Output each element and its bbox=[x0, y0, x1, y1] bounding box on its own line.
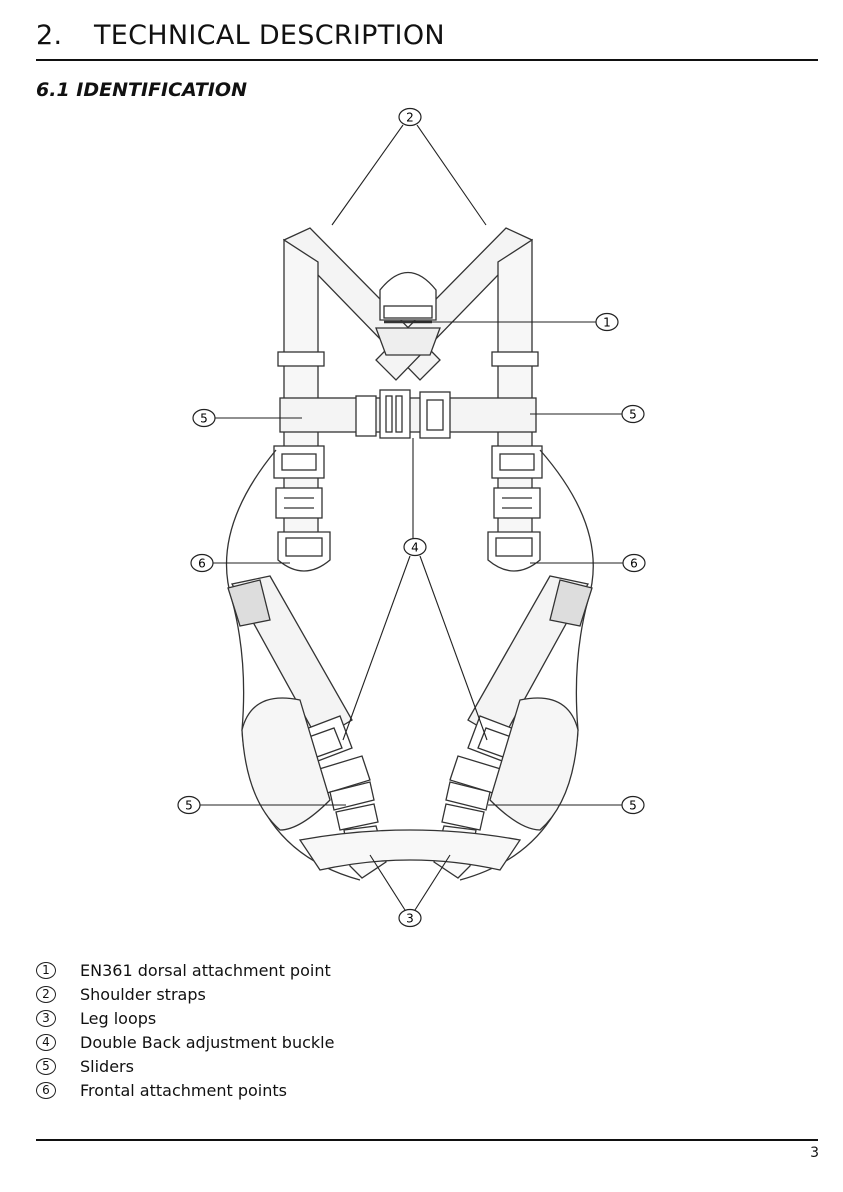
legend-label: Sliders bbox=[80, 1057, 134, 1076]
legend-item: 1 EN361 dorsal attachment point bbox=[36, 958, 334, 982]
legend-number: 3 bbox=[36, 1010, 56, 1027]
legend-number: 5 bbox=[36, 1058, 56, 1075]
callout-slider-right-top: 5 bbox=[622, 406, 644, 423]
legend-label: Frontal attachment points bbox=[80, 1081, 287, 1100]
svg-text:6: 6 bbox=[198, 557, 206, 571]
callout-frontal-left: 6 bbox=[191, 555, 213, 572]
page-number: 3 bbox=[810, 1145, 819, 1161]
legend-label: Leg loops bbox=[80, 1009, 156, 1028]
callout-slider-left-top: 5 bbox=[193, 410, 215, 427]
callout-shoulder: 2 bbox=[399, 109, 421, 126]
legend-label: Double Back adjustment buckle bbox=[80, 1033, 334, 1052]
svg-text:5: 5 bbox=[629, 799, 637, 813]
svg-text:3: 3 bbox=[406, 912, 414, 926]
callout-frontal-right: 6 bbox=[623, 555, 645, 572]
legend-item: 4 Double Back adjustment buckle bbox=[36, 1030, 334, 1054]
legend-number: 4 bbox=[36, 1034, 56, 1051]
callout-leg: 3 bbox=[399, 910, 421, 927]
legend-label: Shoulder straps bbox=[80, 985, 206, 1004]
svg-text:6: 6 bbox=[630, 557, 638, 571]
svg-text:5: 5 bbox=[185, 799, 193, 813]
callout-dorsal: 1 bbox=[596, 314, 618, 331]
harness-diagram: 2 1 5 5 4 6 6 5 5 3 bbox=[0, 0, 843, 940]
legend-number: 6 bbox=[36, 1082, 56, 1099]
legend-number: 1 bbox=[36, 962, 56, 979]
legend-item: 3 Leg loops bbox=[36, 1006, 334, 1030]
svg-text:4: 4 bbox=[411, 541, 419, 555]
callout-slider-right-bottom: 5 bbox=[622, 797, 644, 814]
callout-slider-left-bottom: 5 bbox=[178, 797, 200, 814]
legend-item: 5 Sliders bbox=[36, 1054, 334, 1078]
svg-text:2: 2 bbox=[406, 111, 414, 125]
legend-item: 2 Shoulder straps bbox=[36, 982, 334, 1006]
svg-text:1: 1 bbox=[603, 316, 611, 330]
legend-number: 2 bbox=[36, 986, 56, 1003]
svg-text:5: 5 bbox=[200, 412, 208, 426]
legend-item: 6 Frontal attachment points bbox=[36, 1078, 334, 1102]
legend-list: 1 EN361 dorsal attachment point 2 Shoulder… bbox=[36, 958, 334, 1102]
callout-buckle: 4 bbox=[404, 539, 426, 556]
svg-text:5: 5 bbox=[629, 408, 637, 422]
footer-rule bbox=[36, 1139, 818, 1141]
legend-label: EN361 dorsal attachment point bbox=[80, 961, 331, 980]
